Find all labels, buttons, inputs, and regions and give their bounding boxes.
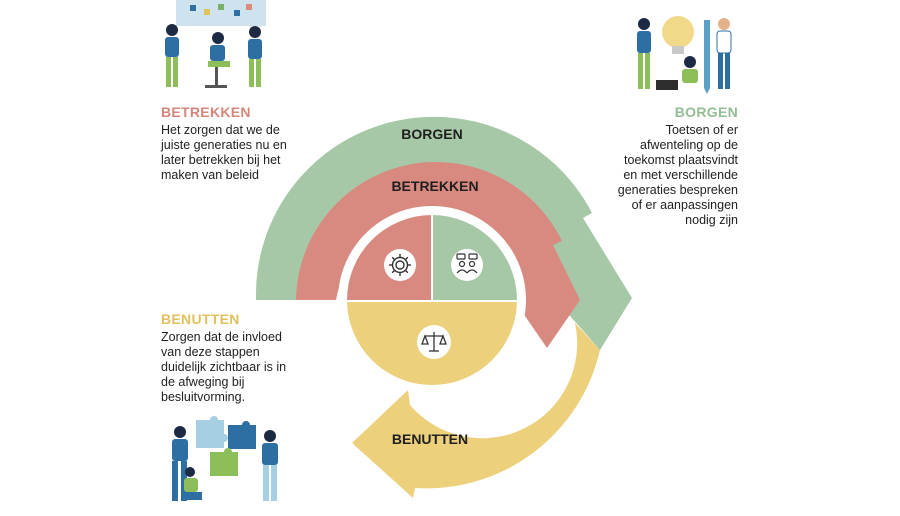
benutten-block: BENUTTEN Zorgen dat de invloed van deze …	[161, 311, 311, 405]
borgen-arc-label: BORGEN	[401, 126, 462, 142]
scales-icon	[417, 325, 451, 359]
borgen-arc	[255, 116, 632, 350]
idea-team-illustration	[637, 16, 732, 94]
gear-icon	[384, 249, 416, 281]
puzzle-team-illustration	[172, 416, 278, 501]
betrekken-heading: BETREKKEN	[161, 104, 251, 120]
betrekken-arc-label: BETREKKEN	[391, 178, 478, 194]
borgen-description: Toetsen of er afwenteling op de toekomst…	[617, 123, 738, 227]
benutten-description: Zorgen dat de invloed van deze stappen d…	[161, 330, 287, 404]
team-planning-board-illustration	[165, 0, 266, 88]
betrekken-description: Het zorgen dat we de juiste generaties n…	[161, 123, 287, 182]
benutten-heading: BENUTTEN	[161, 311, 240, 327]
benutten-arc	[352, 323, 600, 498]
people-discussion-icon	[451, 249, 483, 281]
borgen-heading: BORGEN	[674, 104, 738, 120]
betrekken-block: BETREKKEN Het zorgen dat we de juiste ge…	[161, 104, 331, 183]
borgen-block: BORGEN Toetsen of er afwenteling op de t…	[598, 104, 738, 228]
betrekken-arc	[296, 161, 580, 348]
benutten-arc-label: BENUTTEN	[392, 431, 468, 447]
